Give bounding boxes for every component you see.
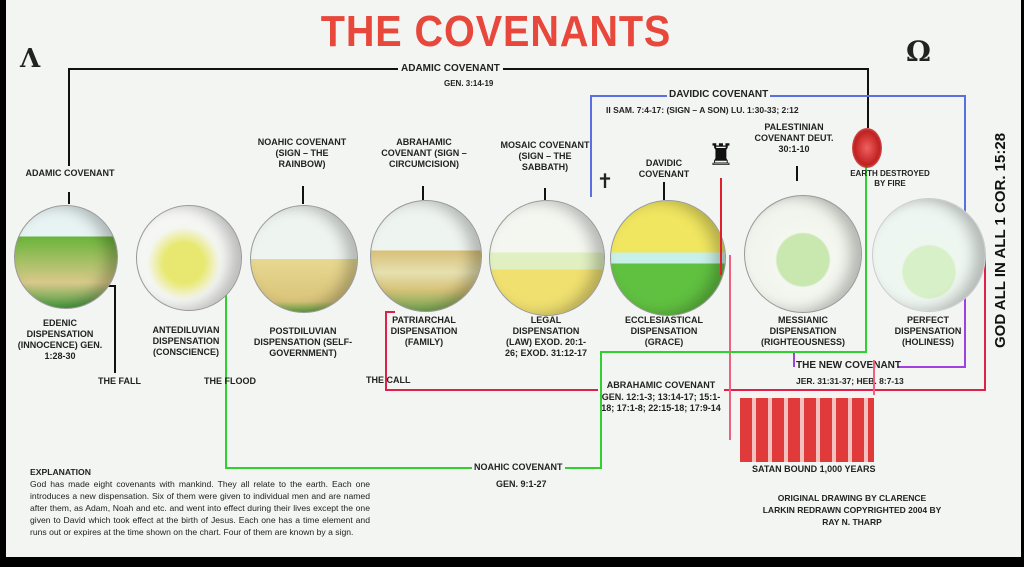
adamic-covenant-above: ADAMIC COVENANT — [25, 168, 115, 178]
abrahamic-line-left — [385, 311, 387, 391]
credit-text: ORIGINAL DRAWING BY CLARENCE LARKIN REDR… — [762, 493, 942, 527]
noahic-covenant-line — [225, 467, 601, 469]
new-covenant-line-left — [793, 352, 795, 367]
noahic-covenant-label: NOAHIC COVENANT — [472, 462, 565, 473]
palestinian-covenant-above: PALESTINIAN COVENANT DEUT. 30:1-10 — [754, 122, 834, 154]
messianic-dispensation-label: MESSIANIC DISPENSATION (RIGHTEOUSNESS) — [760, 315, 845, 347]
adamic-covenant-ref: GEN. 3:14-19 — [444, 79, 494, 88]
satan-bound-label: SATAN BOUND 1,000 YEARS — [752, 464, 876, 474]
pink-line-left — [729, 255, 731, 440]
fire-ball-icon — [852, 128, 882, 168]
postdiluvian-dispensation-label: POSTDILUVIAN DISPENSATION (SELF-GOVERNME… — [253, 326, 353, 358]
antediluvian-dispensation-label: ANTEDILUVIAN DISPENSATION (CONSCIENCE) — [152, 325, 220, 357]
the-call-label: THE CALL — [366, 375, 411, 385]
perfect-globe — [872, 198, 986, 312]
adamic-line-left — [68, 68, 70, 166]
god-all-in-all-text: GOD ALL IN ALL 1 COR. 15:28 — [992, 132, 1009, 348]
explanation-heading: EXPLANATION — [30, 467, 91, 477]
abrahamic-covenant-above: ABRAHAMIC COVENANT (SIGN – CIRCUMCISION) — [381, 137, 467, 169]
fall-line — [114, 285, 116, 373]
satan-bound-image — [740, 398, 874, 462]
legal-globe — [489, 200, 605, 316]
abrahamic-line-right — [984, 253, 986, 391]
adamic-line-right — [867, 68, 869, 128]
patriarchal-dispensation-label: PATRIARCHAL DISPENSATION (FAMILY) — [390, 315, 458, 347]
messianic-globe — [744, 195, 862, 313]
chart-title: THE COVENANTS — [320, 7, 672, 56]
tick — [663, 182, 665, 200]
new-covenant-line-right — [964, 253, 966, 367]
tick — [422, 186, 424, 200]
red-arrow — [720, 178, 722, 275]
legal-dispensation-label: LEGAL DISPENSATION (LAW) EXOD. 20:1-26; … — [504, 315, 588, 358]
the-flood-label: THE FLOOD — [204, 376, 256, 386]
edenic-globe — [14, 205, 118, 309]
abrahamic-covenant-ref: GEN. 12:1-3; 13:14-17; 15:1-18; 17:1-8; … — [601, 391, 721, 414]
cross-icon: ✝ — [596, 169, 614, 193]
postdiluvian-globe — [250, 205, 358, 313]
tick — [796, 166, 798, 181]
ecclesiastical-globe — [610, 200, 726, 316]
alpha-symbol: Λ — [20, 44, 41, 74]
explanation-body: God has made eight covenants with mankin… — [30, 479, 370, 537]
davidic-line-right — [964, 95, 966, 253]
christ-figure-icon: ♜ — [707, 138, 735, 173]
fall-line-top — [106, 285, 116, 287]
earth-destroyed-label: EARTH DESTROYED BY FIRE — [850, 169, 930, 188]
noahic-line-right — [865, 148, 867, 353]
tick — [68, 192, 70, 204]
davidic-covenant-line — [590, 95, 965, 97]
noahic-line-left — [225, 285, 227, 469]
tick — [302, 186, 304, 204]
davidic-covenant-label: DAVIDIC COVENANT — [667, 89, 771, 101]
new-covenant-label: THE NEW COVENANT — [796, 360, 901, 371]
noahic-line-upper — [600, 351, 866, 353]
perfect-dispensation-label: PERFECT DISPENSATION (HOLINESS) — [894, 315, 962, 347]
tick — [544, 188, 546, 200]
explanation: EXPLANATION God has made eight covenants… — [30, 466, 370, 538]
adamic-covenant-label: ADAMIC COVENANT — [398, 63, 503, 75]
the-fall-label: THE FALL — [98, 376, 141, 386]
omega-symbol: Ω — [906, 35, 931, 68]
ecclesiastical-dispensation-label: ECCLESIASTICAL DISPENSATION (GRACE) — [624, 315, 703, 347]
abrahamic-line-top — [385, 311, 395, 313]
davidic-covenant-ref: II SAM. 7:4-17: (SIGN – A SON) LU. 1:30-… — [606, 105, 799, 115]
edenic-dispensation-label: EDENIC DISPENSATION (INNOCENCE) GEN. 1:2… — [17, 318, 103, 361]
new-covenant-ref: JER. 31:31-37; HEB. 8:7-13 — [796, 376, 904, 386]
abrahamic-covenant-text: ABRAHAMIC COVENANT GEN. 12:1-3; 13:14-17… — [598, 380, 724, 415]
covenants-chart: THE COVENANTS Λ Ω ADAMIC COVENANT GEN. 3… — [6, 0, 1021, 557]
patriarchal-globe — [370, 200, 482, 312]
noahic-covenant-ref: GEN. 9:1-27 — [496, 479, 547, 489]
noahic-covenant-above: NOAHIC COVENANT (SIGN – THE RAINBOW) — [257, 137, 347, 169]
antediluvian-globe — [136, 205, 242, 311]
noahic-line-mid — [600, 351, 602, 469]
pink-line-right — [873, 360, 875, 395]
abrahamic-covenant-label: ABRAHAMIC COVENANT — [606, 380, 716, 390]
davidic-covenant-above: DAVIDIC COVENANT — [638, 158, 690, 179]
davidic-line-left — [590, 95, 592, 197]
mosaic-covenant-above: MOSAIC COVENANT (SIGN – THE SABBATH) — [500, 140, 590, 172]
new-covenant-line — [898, 366, 966, 368]
